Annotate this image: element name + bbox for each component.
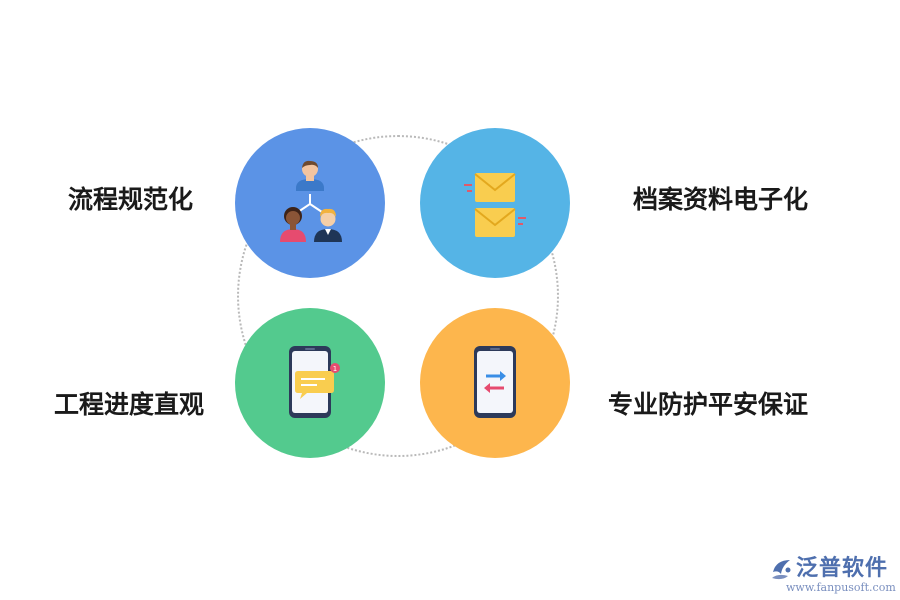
envelopes-icon (464, 173, 526, 237)
phone-message-icon: 1 (289, 346, 340, 418)
brand-logo: 泛普软件 www.fanpusoft.com (768, 556, 896, 596)
dotted-connector-ring (237, 135, 559, 457)
feature-label-security: 专业防护平安保证 (608, 390, 809, 419)
svg-text:1: 1 (333, 365, 337, 373)
feature-label-progress: 工程进度直观 (54, 390, 205, 419)
feature-circle-process (235, 128, 385, 278)
feature-label-documents: 档案资料电子化 (633, 185, 809, 214)
phone-transfer-icon (474, 346, 516, 418)
feature-circle-security (420, 308, 570, 458)
feature-circle-progress: 1 (235, 308, 385, 458)
people-hierarchy-icon (280, 160, 342, 242)
feature-circle-documents (420, 128, 570, 278)
fanpu-logo-icon (772, 560, 791, 580)
feature-label-process: 流程规范化 (68, 185, 194, 214)
brand-name: 泛普软件 (796, 556, 889, 581)
brand-url: www.fanpusoft.com (786, 581, 896, 594)
